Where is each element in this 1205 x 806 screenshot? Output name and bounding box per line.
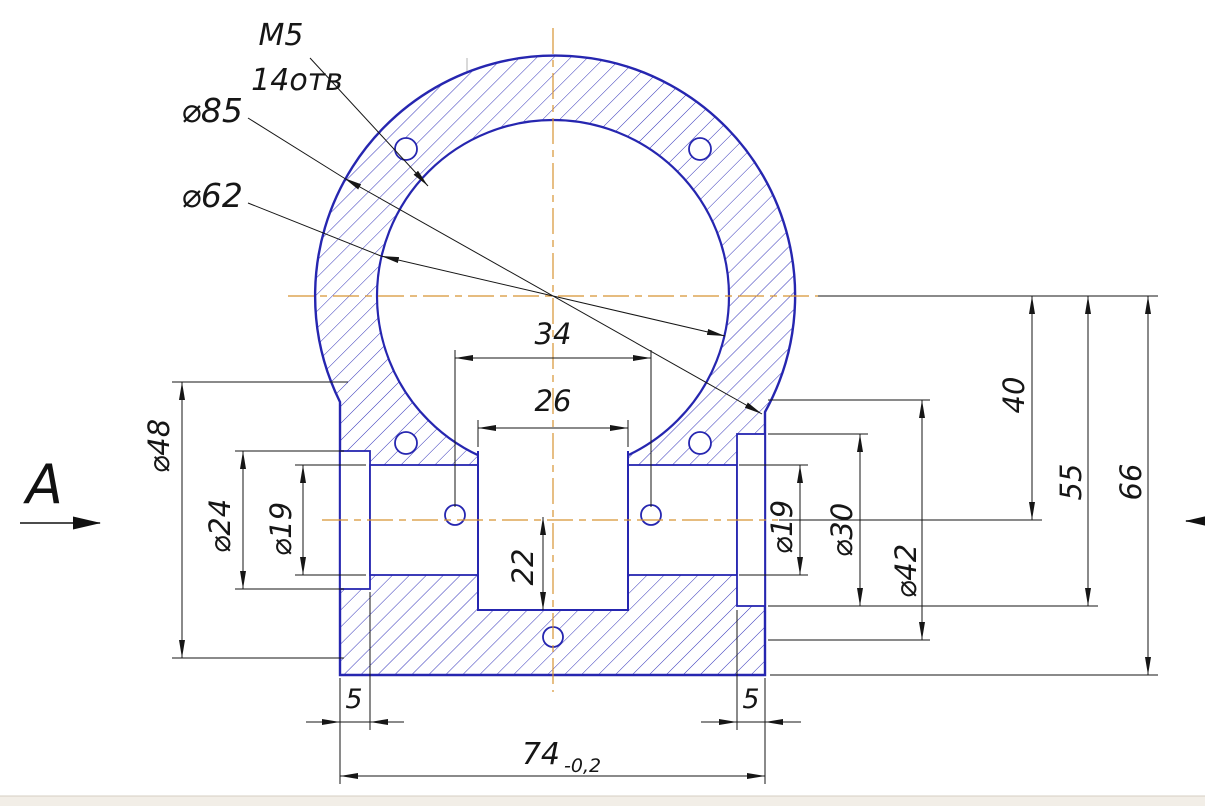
- bolt-hole: [688, 431, 712, 455]
- dim-40-label: 40: [997, 377, 1031, 414]
- diameter-19-right-label: ⌀19: [765, 500, 799, 554]
- diameter-62-label: ⌀62: [181, 176, 243, 215]
- ext-lines-d24: [235, 450, 344, 590]
- holes-count-label: 14отв: [251, 63, 343, 98]
- leader-d62: [247, 202, 382, 257]
- dim-5-left-label: 5: [345, 684, 362, 715]
- diameter-24-label: ⌀24: [203, 499, 237, 553]
- dim-26-label: 26: [535, 384, 572, 418]
- view-direction-label: А: [23, 453, 63, 516]
- dim-22-label: 22: [506, 549, 540, 586]
- ext-lines-d19-left: [295, 464, 366, 576]
- dim-74-tolerance-label: -0,2: [564, 755, 601, 777]
- ext-lines-d42: [768, 399, 930, 641]
- diameter-30-label: ⌀30: [825, 503, 859, 557]
- thread-label: M5: [259, 18, 304, 53]
- dim-34-label: 34: [535, 317, 572, 351]
- dimensions: [20, 57, 1205, 784]
- diameter-19-left-label: ⌀19: [264, 502, 298, 556]
- diameter-85-label: ⌀85: [181, 91, 243, 130]
- bolt-hole: [444, 504, 466, 526]
- diameter-48-label: ⌀48: [142, 419, 176, 473]
- dim-55-label: 55: [1054, 464, 1088, 501]
- leader-d85: [247, 117, 345, 179]
- bolt-hole: [688, 137, 712, 161]
- ext-lines-5-right: [736, 610, 766, 784]
- dim-74-label: 74: [522, 737, 560, 772]
- ext-lines-d48: [172, 381, 348, 659]
- diameter-42-label: ⌀42: [889, 544, 923, 598]
- dim-5-right-label: 5: [742, 684, 759, 715]
- dim-line-d62: [380, 255, 726, 337]
- bolt-hole: [640, 504, 662, 526]
- ext-lines-5-left: [339, 592, 371, 784]
- part-section: [313, 54, 797, 677]
- bolt-hole: [394, 431, 418, 455]
- window-bottom-strip: [0, 795, 1205, 806]
- ext-lines-d19-right: [739, 464, 808, 576]
- leader-m5: [309, 57, 429, 187]
- dim-66-label: 66: [1114, 464, 1148, 501]
- bolt-hole: [394, 137, 418, 161]
- ext-lines-34: [454, 350, 652, 507]
- dimension-labels: А M5 14отв ⌀85 ⌀62 34 26 40 55 66 ⌀48 ⌀2…: [23, 18, 1148, 777]
- bottom-strip: [0, 796, 1205, 806]
- ext-lines-26: [477, 420, 629, 447]
